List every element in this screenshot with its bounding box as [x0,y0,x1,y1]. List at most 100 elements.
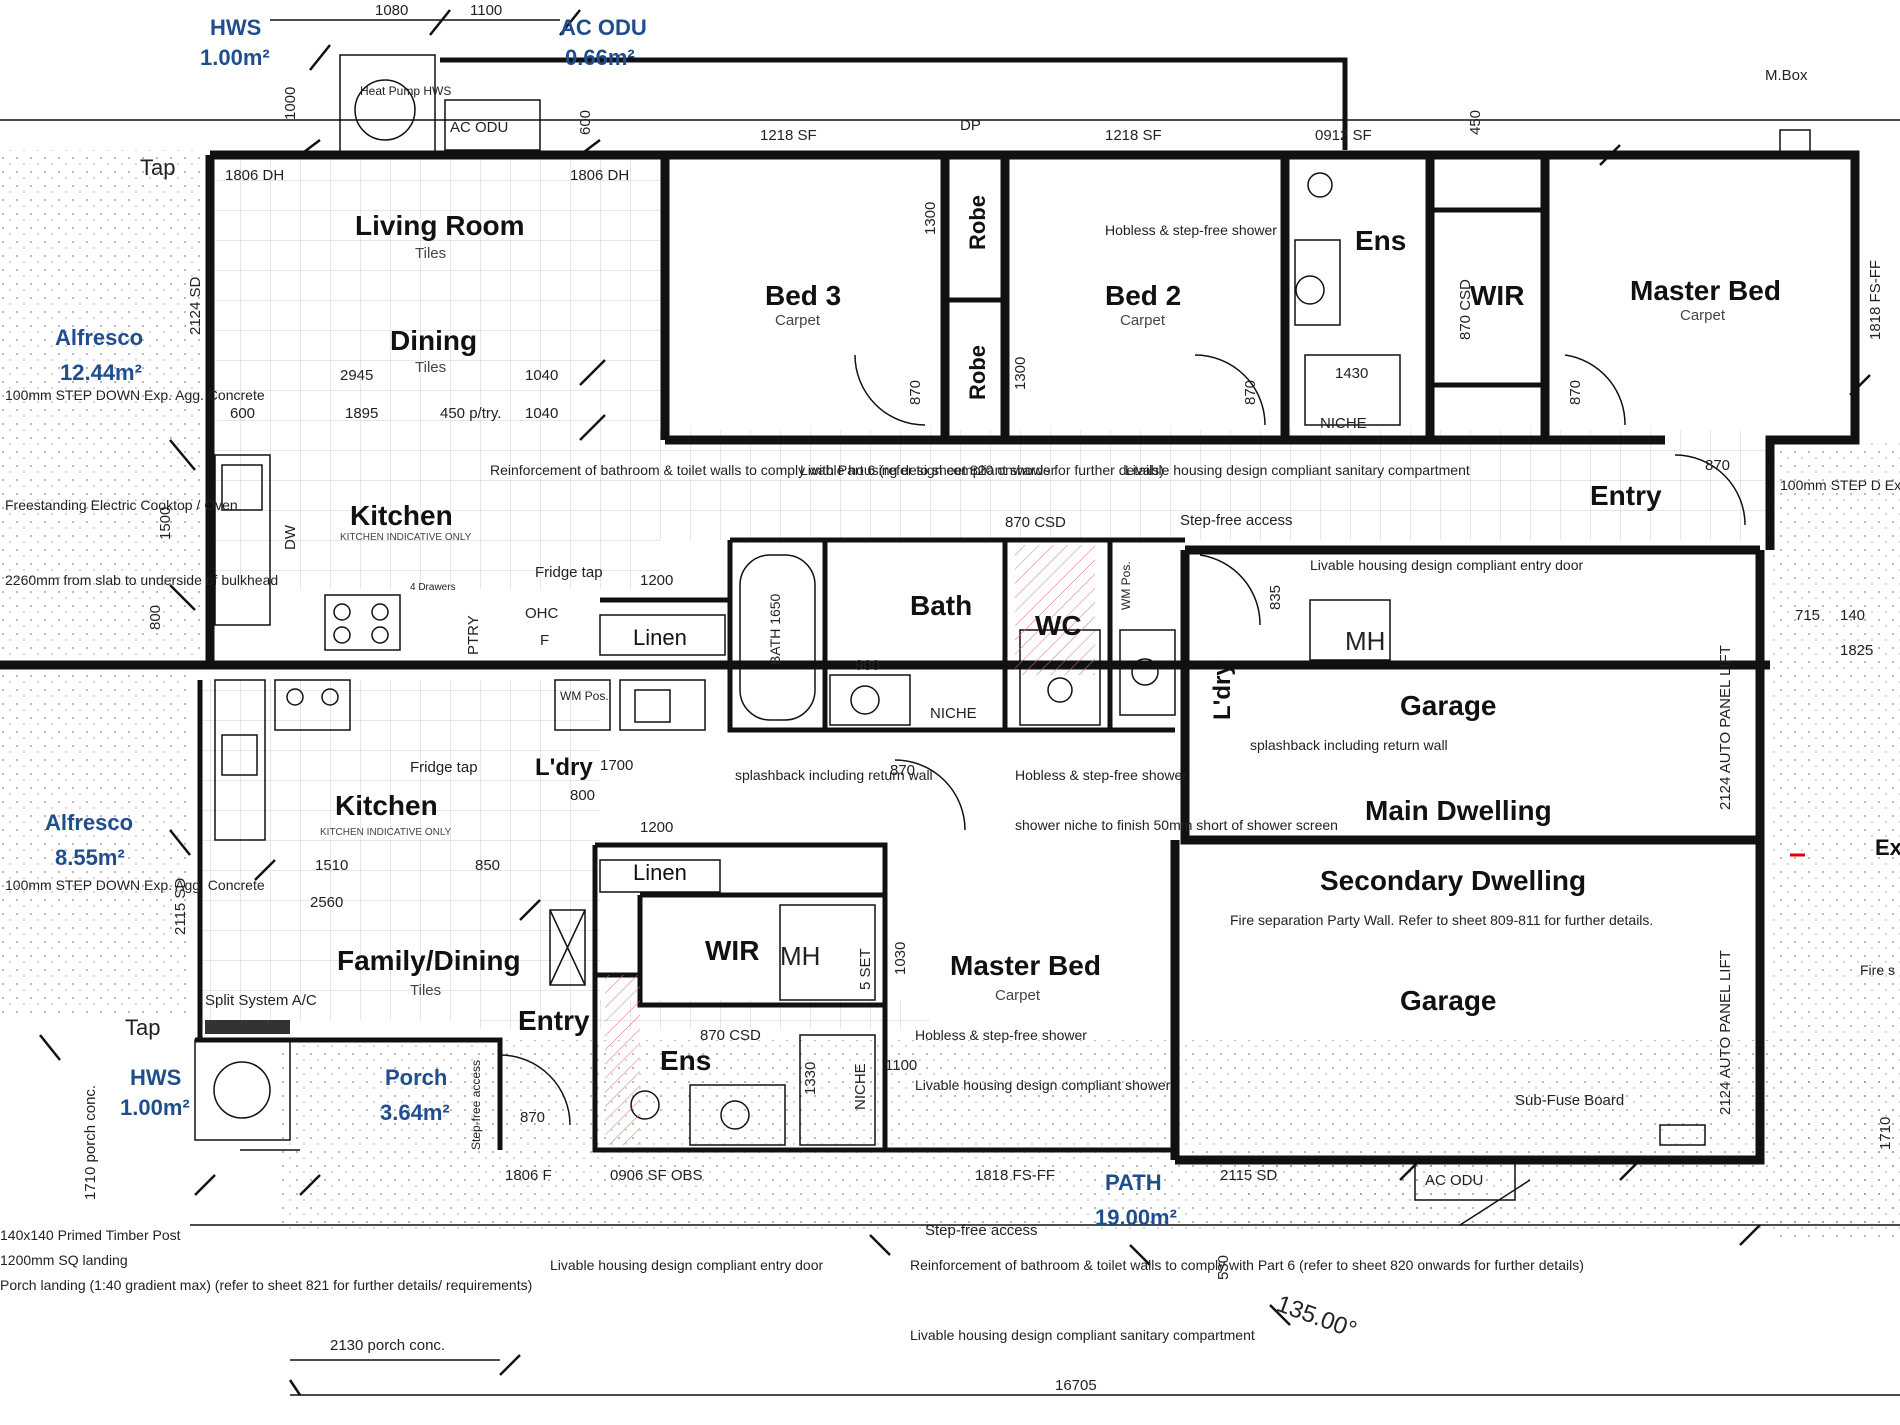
dim-1430: 1430 [1335,365,1368,382]
dim-1080: 1080 [375,2,408,19]
wm-bottom-label: WM Pos. [560,689,609,703]
niche-top-label: NICHE [1320,415,1367,432]
bulkhead-note: 2260mm from slab to underside of bulkhea… [5,572,278,588]
dim-1895: 1895 [345,405,378,422]
dim-800b: 800 [147,605,164,630]
dimension-lines [0,19,1900,1396]
dim-450ptry: 450 p/try. [440,405,501,422]
livable-shower-bottom: Livable housing design compliant shower [915,1077,1171,1093]
linen-top-label: Linen [633,625,687,650]
area-labels: HWS 1.00m² AC ODU 0.66m² Alfresco 12.44m… [45,15,1177,1230]
exterior-concrete [0,150,1900,1240]
fixture-labels: Heat Pump HWS AC ODU AC ODU MH MH BATH 1… [125,67,1808,1189]
dim-870-d: 870 [1705,457,1730,474]
garage-bottom-label: Garage [1400,985,1497,1016]
dw-label: DW [282,524,299,550]
dim-450: 450 [1467,110,1484,135]
bed3-floor: Carpet [775,312,821,329]
dim-850: 850 [475,857,500,874]
livable-shower-top: Livable housing design compliant shower [800,462,1056,478]
porch-area: 3.64m² [380,1100,450,1125]
step-free-side: Step-free access [469,1060,483,1150]
hobless-top: Hobless & step-free shower [1105,222,1277,238]
dim-870-e: 870 [890,762,915,779]
dim-1818: 1818 FS-FF [1867,260,1884,340]
dim-870csd-bot: 870 CSD [700,1027,761,1044]
wm-top-label: WM Pos. [1119,561,1133,610]
fire-side-note: Fire s Exten to she [1860,962,1900,978]
dining-floor: Tiles [415,359,446,376]
kitchen-top-note: KITCHEN INDICATIVE ONLY [340,532,472,543]
auto-lift-bottom: 2124 AUTO PANEL LIFT [1717,950,1734,1115]
splashback2: splashback including return wall [735,767,933,783]
robe2-label: Robe [965,345,990,400]
dim-1030: 1030 [892,942,909,975]
step-down-right: 100mm STEP D Exp. Agg. Conc [1780,477,1900,493]
alfresco-top-area: 12.44m² [60,360,142,385]
entry-door-bottom: Livable housing design compliant entry d… [550,1257,824,1273]
living-room-floor: Tiles [415,245,446,262]
bath-label: Bath [910,590,972,621]
dim-1510: 1510 [315,857,348,874]
kitchen-bottom-note: KITCHEN INDICATIVE ONLY [320,827,452,838]
sf-1218b: 1218 SF [1105,127,1162,144]
porch-landing-note: Porch landing (1:40 gradient max) (refer… [0,1277,532,1293]
fridge-tap-1: Fridge tap [535,564,603,581]
ldry-bottom-label: L'dry [535,754,593,781]
fire-sep-note: Fire separation Party Wall. Refer to she… [1230,912,1653,928]
hobless-mid: Hobless & step-free shower [1015,767,1187,783]
cooktop-note: Freestanding Electric Cooktop / Oven [5,497,238,513]
fridge-tap-2: Fridge tap [410,759,478,776]
dim-1806f: 1806 F [505,1167,552,1184]
sf-0912: 0912 SF [1315,127,1372,144]
dim-800: 800 [570,787,595,804]
hobless-bottom: Hobless & step-free shower [915,1027,1087,1043]
sq-landing-note: 1200mm SQ landing [0,1252,128,1268]
dim-870csd-top: 870 CSD [1005,514,1066,531]
entry-top-label: Entry [1590,480,1662,511]
bed3-label: Bed 3 [765,280,841,311]
secondary-dwelling-label: Secondary Dwelling [1320,865,1586,896]
hws-bottom-area: 1.00m² [120,1095,190,1120]
dim-530: 530 [1215,1255,1232,1280]
kitchen-fixtures [214,454,726,893]
sanitary-top: Livable housing design compliant sanitar… [1125,462,1470,478]
dim-1710: 1710 [1877,1117,1894,1150]
external-fixtures [194,54,1811,1201]
dim-870-b: 870 [1242,380,1259,405]
dim-1100: 1100 [470,2,502,19]
dim-1040b: 1040 [525,405,558,422]
ac-odu-area: 0.66m² [565,45,635,70]
dim-5set: 5 SET [857,948,874,990]
split-system-label: Split System A/C [205,992,317,1009]
dim-1200a: 1200 [640,572,673,589]
reinforce-bottom: Reinforcement of bathroom & toilet walls… [910,1257,1584,1273]
room-labels: Living Room Tiles Dining Tiles Kitchen K… [320,195,1781,1076]
mh-label: MH [1345,626,1385,656]
bed2-floor: Carpet [1120,312,1166,329]
dim-870csd-ens: 870 CSD [1457,279,1474,340]
mbox-label: M.Box [1765,67,1808,84]
dim-1040a: 1040 [525,367,558,384]
splashback1: splashback including return wall [1250,737,1448,753]
hws-top-area: 1.00m² [200,45,270,70]
entry-door-top: Livable housing design compliant entry d… [1310,557,1584,573]
step-down-top: 100mm STEP DOWN Exp. Agg. Concrete [5,387,265,403]
alfresco-top-label: Alfresco [55,325,143,350]
linen-bottom-label: Linen [633,860,687,885]
sub-fuse-label: Sub-Fuse Board [1515,1092,1624,1109]
master-top-label: Master Bed [1630,275,1781,306]
dining-label: Dining [390,325,477,356]
dp-label: DP [960,117,981,134]
dim-140: 140 [1840,607,1865,624]
niche-bottom-label: NICHE [852,1063,869,1110]
path-label: PATH [1105,1170,1162,1195]
total-dim-label: 16705 [1055,1377,1097,1394]
wir-bottom-label: WIR [705,935,759,966]
reinforce-top-note: Reinforcement of bathroom & toilet walls… [490,462,1164,478]
dim-835: 835 [1267,585,1284,610]
dim-1100b: 1100 [885,1057,917,1074]
main-dwelling-label: Main Dwelling [1365,795,1552,826]
door-1806a: 1806 DH [225,167,284,184]
path-area: 19.00m² [1095,1205,1177,1230]
